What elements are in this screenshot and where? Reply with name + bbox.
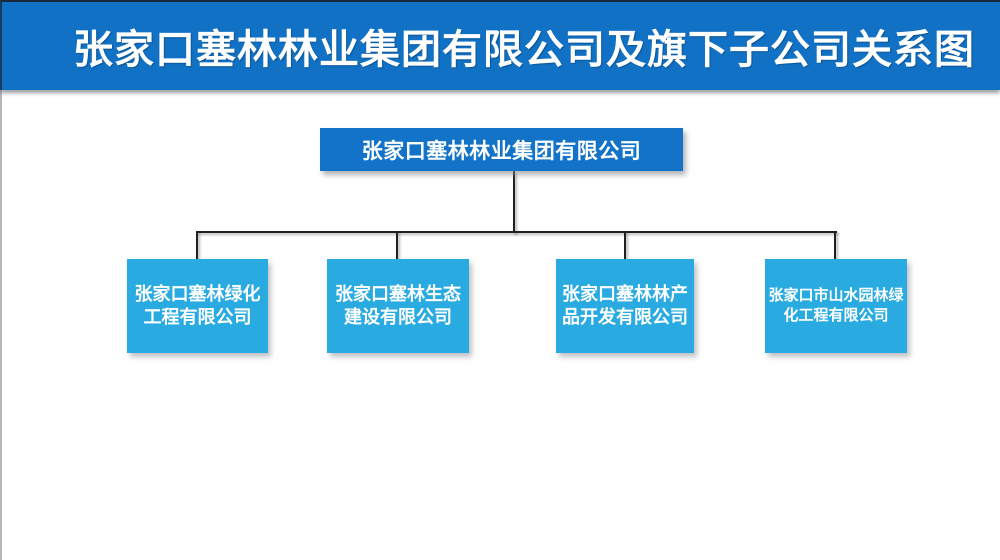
connector-horizontal [196,231,837,233]
page-title: 张家口塞林林业集团有限公司及旗下子公司关系图 [73,28,975,72]
org-node-child-1-line1: 张家口塞林绿化 [134,284,261,304]
org-node-child-4-line1: 张家口市山水园林绿 [768,287,904,304]
org-node-root-label: 张家口塞林林业集团有限公司 [361,139,642,163]
connector-drop-4 [834,231,836,259]
connector-drop-3 [624,231,626,259]
org-node-child-4-line2: 化工程有限公司 [783,307,889,324]
org-node-child-3-line2: 品开发有限公司 [562,307,688,327]
org-node-child-1: 张家口塞林绿化 工程有限公司 [127,259,268,353]
connector-root-vertical [513,171,515,233]
org-node-child-2-line2: 建设有限公司 [344,307,452,327]
org-node-child-2-line1: 张家口塞林生态 [335,284,461,304]
org-node-child-3: 张家口塞林林产 品开发有限公司 [556,259,694,353]
connector-drop-2 [396,231,398,259]
org-node-root: 张家口塞林林业集团有限公司 [320,128,683,171]
slide-left-border [0,0,2,560]
org-node-child-3-line1: 张家口塞林林产 [562,284,688,304]
connector-drop-1 [196,231,198,259]
org-node-child-2: 张家口塞林生态 建设有限公司 [327,259,469,353]
org-node-child-4: 张家口市山水园林绿 化工程有限公司 [765,259,907,353]
title-banner: 张家口塞林林业集团有限公司及旗下子公司关系图 [0,0,1000,90]
org-node-child-1-line2: 工程有限公司 [143,307,252,327]
